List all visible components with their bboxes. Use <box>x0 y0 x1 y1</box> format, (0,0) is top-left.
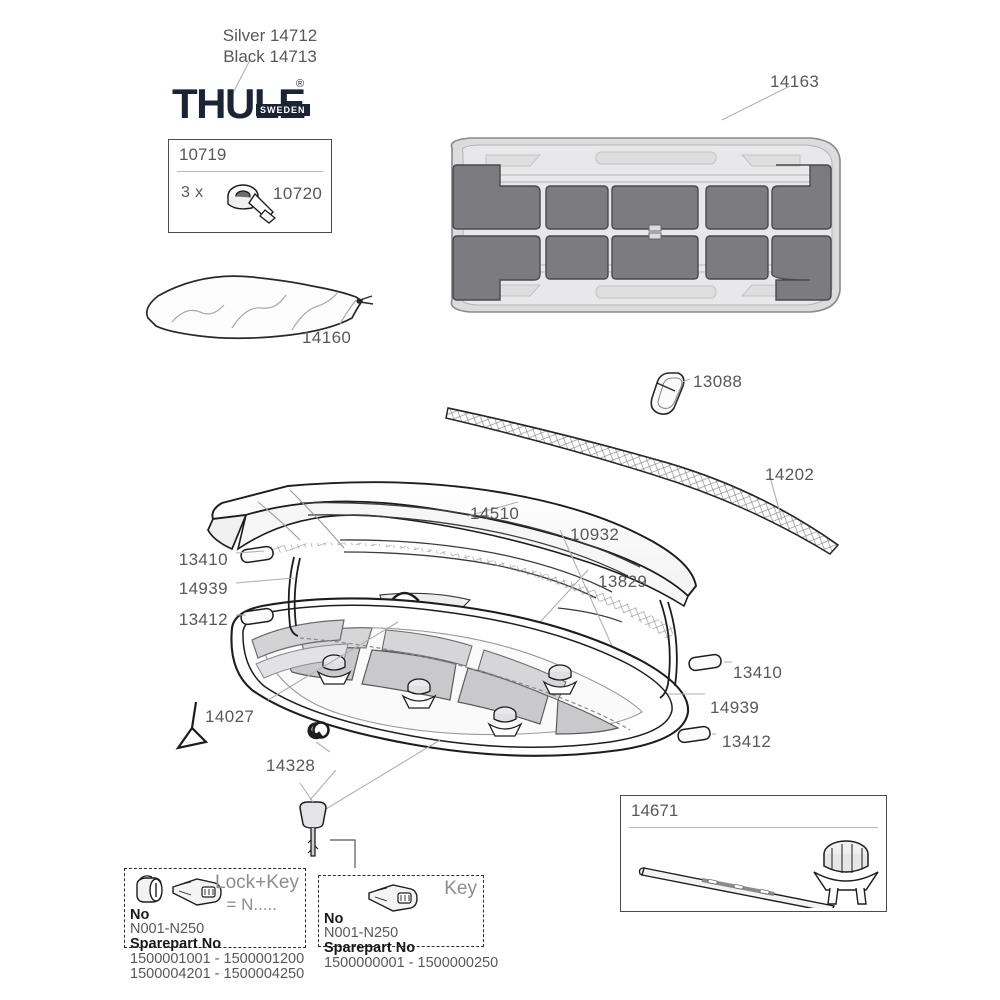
key-only-no-range: N001-N250 <box>324 925 399 941</box>
thule-logo: THULE <box>172 80 306 127</box>
variant-black: Black 14713 <box>223 47 317 66</box>
lock-key-equals: = N..... <box>226 895 277 914</box>
part-14510-lid <box>207 481 698 640</box>
thule-logo-sweden: SWEDEN <box>256 104 310 116</box>
lock-cylinder-icon <box>136 875 163 903</box>
callout-13088: 13088 <box>693 372 743 391</box>
mount-kit-contents <box>638 840 879 908</box>
strap-kit-divider <box>177 171 323 172</box>
lock-key-title: Lock+Key <box>215 872 299 893</box>
key-only-title: Key <box>444 878 477 899</box>
callout-14510: 14510 <box>470 504 520 523</box>
clamp-knob-icon <box>813 840 879 905</box>
part-box-base <box>230 556 690 757</box>
lock-key-no-label: No <box>130 907 150 923</box>
registered-mark-icon: ® <box>296 78 305 90</box>
lock-key-sparepart-label: Sparepart No <box>130 936 222 952</box>
key-only-sparepart-label: Sparepart No <box>324 940 416 956</box>
strap-item-number: 10720 <box>273 184 323 203</box>
lock-key-sparepart-range-1: 1500001001 - 1500001200 <box>130 951 305 967</box>
lock-and-key-icons <box>136 875 222 906</box>
callout-14027: 14027 <box>205 707 255 726</box>
part-lock-cylinder <box>299 782 356 868</box>
callout-14163: 14163 <box>770 72 820 91</box>
key-only-no-label: No <box>324 911 344 927</box>
lock-key-no-range: N001-N250 <box>130 921 205 937</box>
callout-14328: 14328 <box>266 756 316 775</box>
clamp-knob-installed <box>316 654 578 737</box>
variant-silver: Silver 14712 <box>222 26 318 45</box>
strap-kit-box: 10719 3 x 10720 <box>168 139 332 233</box>
part-13088-carabiner <box>650 372 691 415</box>
mounting-rail-icon <box>638 867 836 908</box>
callout-13410-right: 13410 <box>733 663 783 682</box>
callout-14939-left: 14939 <box>178 579 228 598</box>
part-14202-net <box>445 407 840 555</box>
part-14939-struts <box>287 556 678 699</box>
mount-kit-number: 14671 <box>631 801 679 820</box>
callout-10932: 10932 <box>570 525 620 544</box>
strap-kit-quantity: 3 x <box>181 184 204 201</box>
callout-13412-right: 13412 <box>722 732 772 751</box>
lock-key-sparepart-range-2: 1500004201 - 1500004250 <box>130 966 305 982</box>
callout-14160: 14160 <box>302 328 352 347</box>
callout-13829: 13829 <box>598 572 648 591</box>
key-only-sparepart-range-1: 1500000001 - 1500000250 <box>324 955 499 971</box>
key-only-icon-wrap <box>368 884 418 912</box>
leader-variant <box>232 59 251 94</box>
part-hardware-pins <box>240 545 722 744</box>
leaders-hardware <box>235 550 732 816</box>
callout-14202: 14202 <box>765 465 815 484</box>
key-icon <box>172 878 222 906</box>
strap-kit-number: 10719 <box>179 145 227 164</box>
part-14163-liner <box>450 85 841 313</box>
callout-14939-right: 14939 <box>710 698 760 717</box>
callout-13412-left: 13412 <box>178 610 228 629</box>
part-14027-tool <box>175 701 209 750</box>
mount-kit-box: 14671 <box>620 795 887 912</box>
key-only-legend: Key No N001-N250 Sparepart No 1500000001… <box>318 875 498 971</box>
part-14160-bag <box>145 275 374 340</box>
part-14328-grommet <box>307 721 330 740</box>
key-icon <box>368 884 418 912</box>
strap-roll-icon <box>227 184 277 224</box>
lock-key-legend: Lock+Key = N..... No N001-N250 Sparepart… <box>124 868 306 982</box>
callout-13410-left: 13410 <box>178 550 228 569</box>
mount-kit-divider <box>629 827 878 828</box>
